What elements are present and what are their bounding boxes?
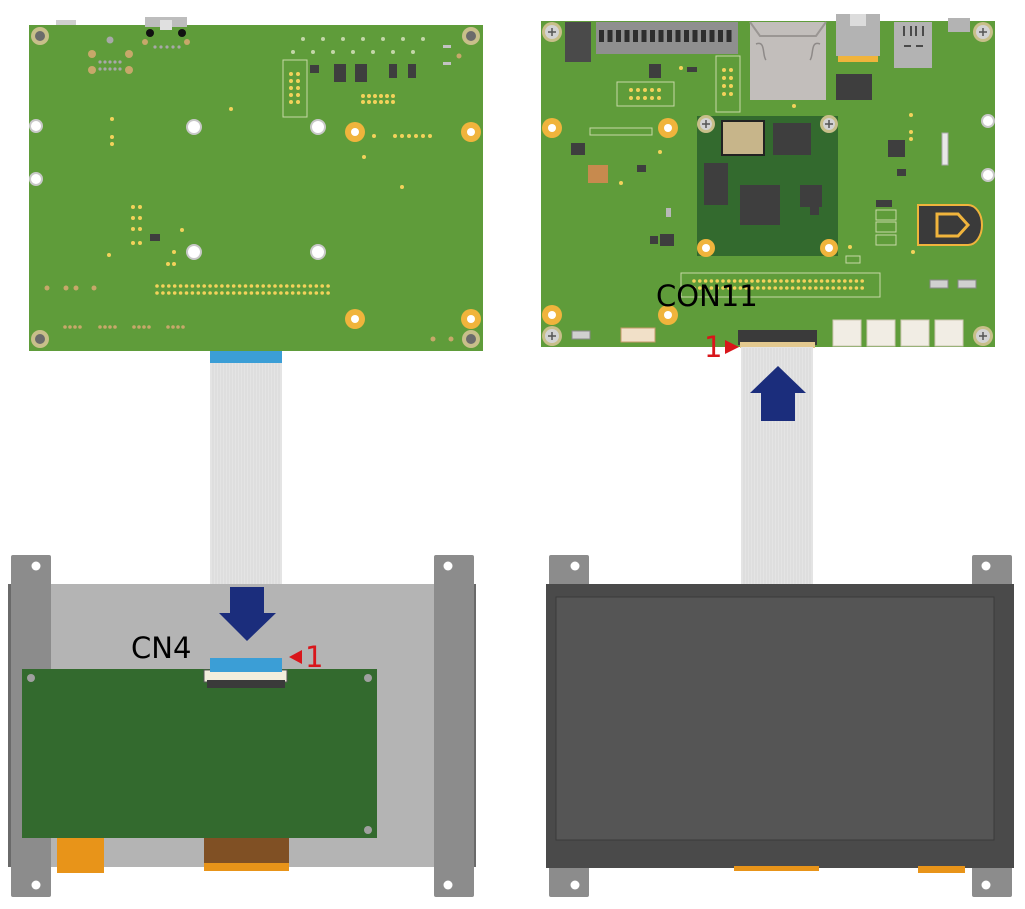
right-pcb-header-pads [692, 279, 864, 290]
left-pcb-mounting-holes [31, 27, 480, 348]
cn4-label: CN4 [131, 631, 191, 665]
left-pcb-board [29, 17, 483, 351]
cn4-driver-board [22, 669, 377, 838]
cn4-connector [203, 658, 288, 688]
right-pcb-board [541, 14, 995, 348]
pin1-marker-icon [289, 650, 302, 664]
battery-holder [845, 200, 983, 264]
sd-card-slot [749, 21, 827, 100]
som-module [697, 115, 838, 257]
right-display-front [546, 555, 1014, 897]
arrow-up-icon [750, 366, 806, 421]
pin1-marker-icon [725, 340, 739, 354]
con11-label: CON11 [656, 279, 758, 313]
left-display-back [8, 555, 476, 897]
jst-connectors [832, 319, 964, 347]
right-ffc-ribbon-cable [741, 347, 813, 585]
right-pcb-mounting-holes [542, 22, 993, 346]
con11-pin1-label: 1 [704, 330, 722, 364]
left-pcb-header-pads [155, 284, 330, 295]
arrow-down-icon [219, 587, 276, 641]
cn4-pin1-label: 1 [305, 640, 323, 674]
con11-connector [738, 330, 817, 348]
